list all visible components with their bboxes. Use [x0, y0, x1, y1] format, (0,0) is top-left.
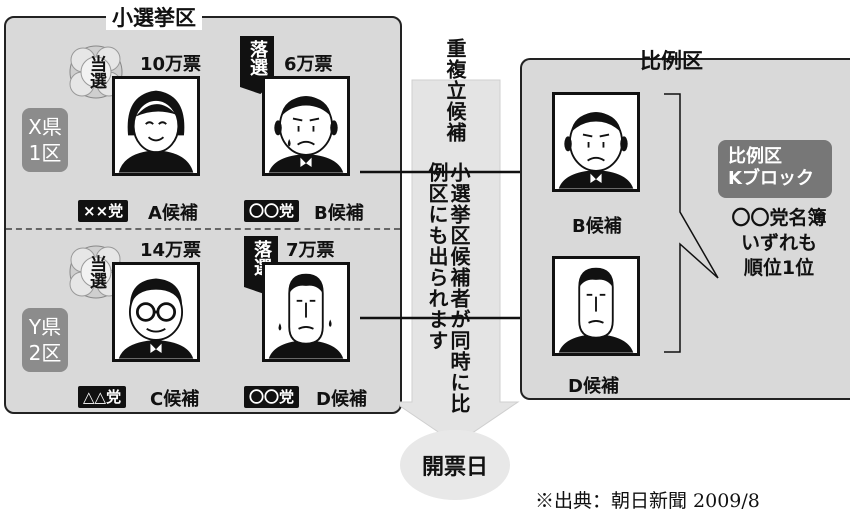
elected-label: 当選 — [86, 55, 106, 89]
district-label: 1区 — [28, 141, 62, 165]
candidate-d-party: 〇〇党 — [244, 386, 300, 408]
candidate-a-votes: 10万票 — [140, 54, 202, 75]
candidate-b-portrait — [262, 76, 350, 176]
prefecture-badge-x1: X県 1区 — [22, 108, 68, 172]
prefecture-label: Y県 — [28, 315, 62, 339]
dual-candidacy-label: 重複立候補 — [443, 38, 467, 143]
single-district-title: 小選挙区 — [106, 6, 202, 30]
candidate-b-votes: 6万票 — [284, 54, 333, 75]
list-line3: 順位1位 — [743, 257, 815, 279]
candidate-d-portrait — [262, 262, 350, 362]
source-citation: ※出典：朝日新聞 2009/8 — [535, 490, 760, 512]
district-divider — [6, 228, 400, 230]
candidate-c-name: C候補 — [150, 389, 200, 410]
candidate-c-portrait — [112, 262, 200, 362]
proportional-block-badge: 比例区 Kブロック — [718, 140, 832, 198]
prefecture-label: X県 — [28, 115, 62, 139]
candidate-a-party: ××党 — [78, 200, 129, 222]
candidate-c-votes: 14万票 — [140, 240, 202, 261]
candidate-b-party: 〇〇党 — [244, 200, 300, 222]
defeated-label: 落選 — [247, 40, 268, 76]
prefecture-badge-y2: Y県 2区 — [22, 308, 68, 372]
proportional-b-name: B候補 — [572, 216, 622, 237]
proportional-d-name: D候補 — [568, 376, 619, 397]
dual-candidacy-explanation: 小選挙区候補者が同時に比例区にも出られます — [425, 162, 471, 414]
candidate-a-name: A候補 — [148, 203, 198, 224]
candidate-d-name: D候補 — [316, 389, 367, 410]
proportional-d-portrait — [552, 256, 640, 356]
elected-label: 当選 — [86, 255, 106, 289]
candidate-b-name: B候補 — [314, 203, 364, 224]
candidate-c-party: △△党 — [78, 386, 127, 408]
party-list-description: 〇〇党名簿 いずれも 順位1位 — [718, 206, 840, 281]
district-label: 2区 — [28, 341, 62, 365]
list-line1: 〇〇党名簿 — [731, 207, 827, 229]
block-line2: Kブロック — [728, 168, 814, 189]
block-line1: 比例区 — [728, 146, 782, 167]
elected-flower-icon: 当選 — [68, 242, 124, 302]
list-line2: いずれも — [740, 232, 817, 254]
list-bracket — [664, 93, 719, 353]
proportional-title: 比例区 — [640, 49, 703, 73]
candidate-a-portrait — [112, 76, 200, 176]
candidate-d-votes: 7万票 — [286, 240, 335, 261]
proportional-b-portrait — [552, 92, 640, 192]
election-day-label: 開票日 — [400, 430, 510, 500]
